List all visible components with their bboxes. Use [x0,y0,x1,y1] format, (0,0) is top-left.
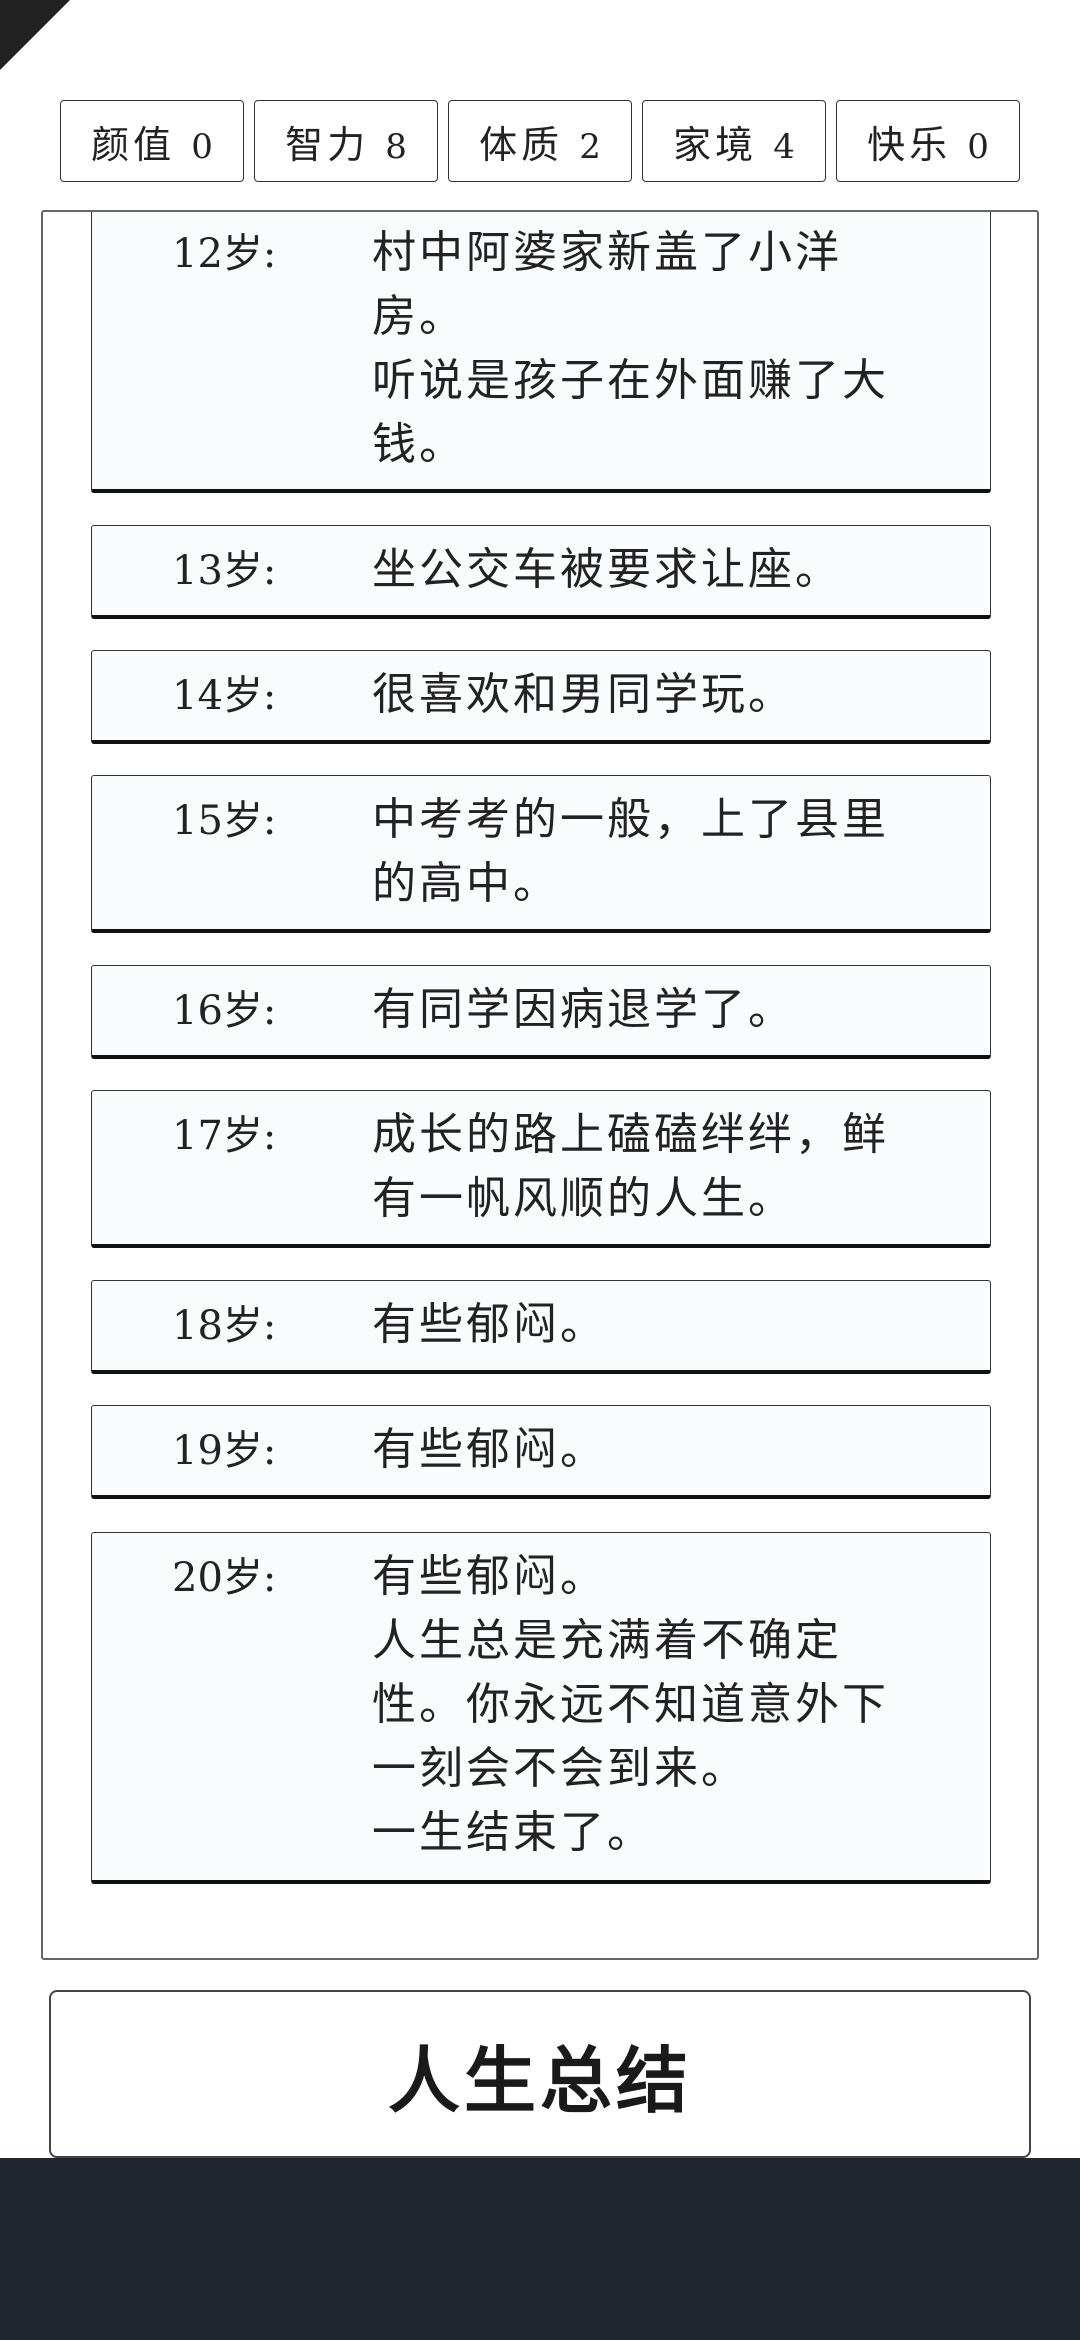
entry-text: 有些郁闷。 [372,1299,607,1350]
timeline-entry: 16岁: 有同学因病退学了。 [91,965,991,1059]
stat-happiness: 快乐 0 [836,100,1020,182]
stat-name: 智力 [285,122,370,167]
stat-name: 快乐 [867,122,952,167]
entry-age: 18岁: [172,1303,277,1349]
stat-value: 4 [773,127,795,167]
timeline-panel[interactable]: 12岁: 村中阿婆家新盖了小洋房。 听说是孩子在外面赚了大钱。 13岁: 坐公交… [41,210,1039,1960]
stat-intelligence: 智力 8 [254,100,438,182]
entry-age: 14岁: [172,673,277,719]
entry-text: 有些郁闷。 [372,1424,607,1475]
timeline-entry: 18岁: 有些郁闷。 [91,1280,991,1374]
entry-age: 12岁: [172,231,277,277]
timeline-entry: 19岁: 有些郁闷。 [91,1405,991,1499]
system-nav-bar [0,2158,1080,2340]
timeline-entry: 15岁: 中考考的一般，上了县里的高中。 [91,775,991,933]
timeline-entry: 17岁: 成长的路上磕磕绊绊，鲜有一帆风顺的人生。 [91,1090,991,1248]
timeline-entry: 14岁: 很喜欢和男同学玩。 [91,650,991,744]
stat-value: 8 [385,127,407,167]
entry-text: 中考考的一般，上了县里的高中。 [372,794,889,909]
entry-text: 有同学因病退学了。 [372,984,795,1035]
stat-value: 0 [191,127,213,167]
life-summary-button[interactable]: 人生总结 [49,1990,1031,2158]
stats-bar: 颜值 0 智力 8 体质 2 家境 4 快乐 0 [60,100,1020,184]
entry-text: 坐公交车被要求让座。 [372,544,842,595]
stat-family: 家境 4 [642,100,826,182]
entry-text: 很喜欢和男同学玩。 [372,669,795,720]
entry-age: 16岁: [172,988,277,1034]
stat-constitution: 体质 2 [448,100,632,182]
timeline-entry: 20岁: 有些郁闷。 人生总是充满着不确定性。你永远不知道意外下一刻会不会到来。… [91,1532,991,1884]
stat-value: 2 [579,127,601,167]
entry-age: 15岁: [172,798,277,844]
stat-name: 家境 [673,122,758,167]
corner-badge [0,0,70,70]
entry-age: 19岁: [172,1428,277,1474]
timeline-entry: 13岁: 坐公交车被要求让座。 [91,525,991,619]
stat-value: 0 [967,127,989,167]
entry-text: 成长的路上磕磕绊绊，鲜有一帆风顺的人生。 [372,1109,889,1224]
stat-name: 颜值 [91,122,176,167]
entry-text: 有些郁闷。 人生总是充满着不确定性。你永远不知道意外下一刻会不会到来。 一生结束… [372,1551,889,1858]
entry-text: 村中阿婆家新盖了小洋房。 听说是孩子在外面赚了大钱。 [372,227,889,470]
stat-appearance: 颜值 0 [60,100,244,182]
entry-age: 13岁: [172,548,277,594]
entry-age: 17岁: [172,1113,277,1159]
entry-age: 20岁: [172,1555,277,1601]
stat-name: 体质 [479,122,564,167]
timeline-entry: 12岁: 村中阿婆家新盖了小洋房。 听说是孩子在外面赚了大钱。 [91,212,991,493]
